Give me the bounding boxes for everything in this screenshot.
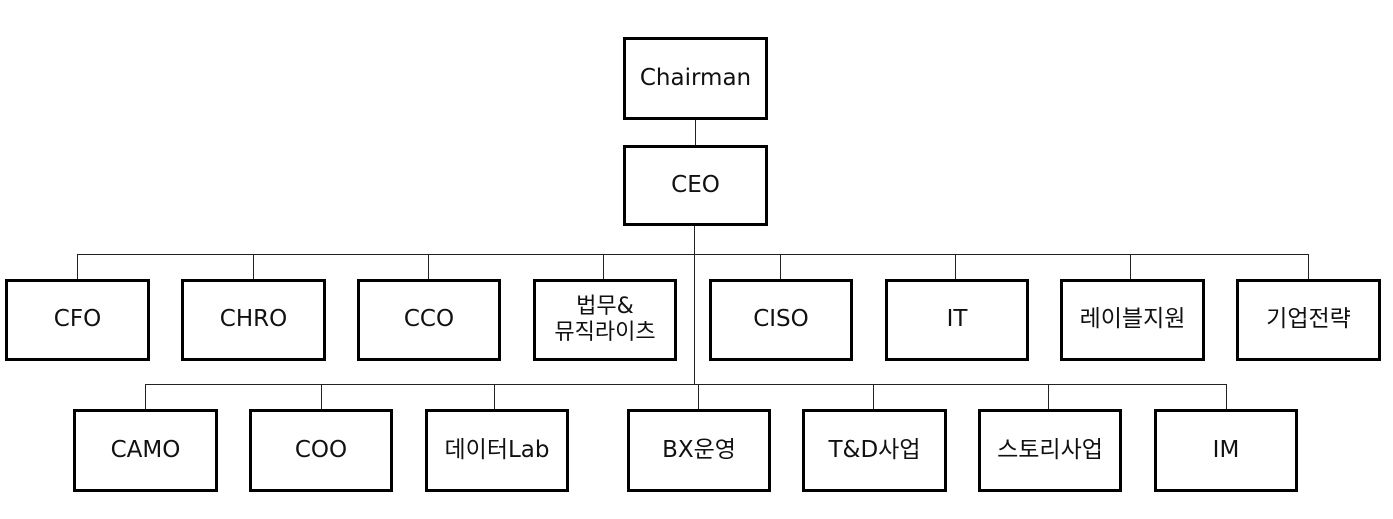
connector-coo: [321, 384, 322, 410]
connector-im: [1226, 384, 1227, 410]
connector-it: [955, 254, 956, 280]
node-legal-music-rights: 법무& 뮤직라이츠: [533, 279, 677, 361]
node-coo: COO: [249, 409, 393, 492]
node-label-support: 레이블지원: [1060, 279, 1205, 361]
node-it: IT: [885, 279, 1029, 361]
node-story-business: 스토리사업: [978, 409, 1122, 492]
node-chro: CHRO: [181, 279, 326, 361]
connector-cfo: [77, 254, 78, 280]
node-im: IM: [1154, 409, 1298, 492]
connector-row2-bus: [145, 384, 1227, 385]
node-chairman: Chairman: [623, 37, 768, 120]
connector-label-support: [1130, 254, 1131, 280]
connector-ceo-trunk: [694, 224, 695, 384]
connector-chairman-ceo: [695, 118, 696, 146]
node-corporate-strategy: 기업전략: [1236, 279, 1381, 361]
connector-cco: [428, 254, 429, 280]
connector-td: [873, 384, 874, 410]
node-bx-operations: BX운영: [627, 409, 771, 492]
connector-datalab: [494, 384, 495, 410]
node-ceo: CEO: [623, 145, 768, 226]
node-cfo: CFO: [5, 279, 150, 361]
connector-chro: [253, 254, 254, 280]
connector-ciso: [780, 254, 781, 280]
connector-story: [1048, 384, 1049, 410]
node-ciso: CISO: [709, 279, 853, 361]
connector-row1-bus: [77, 254, 1309, 255]
connector-camo: [145, 384, 146, 410]
node-td-business: T&D사업: [802, 409, 947, 492]
connector-legal: [603, 254, 604, 280]
node-data-lab: 데이터Lab: [425, 409, 569, 492]
connector-corp-strategy: [1308, 254, 1309, 280]
node-cco: CCO: [357, 279, 501, 361]
connector-bx: [698, 384, 699, 410]
node-camo: CAMO: [73, 409, 218, 492]
